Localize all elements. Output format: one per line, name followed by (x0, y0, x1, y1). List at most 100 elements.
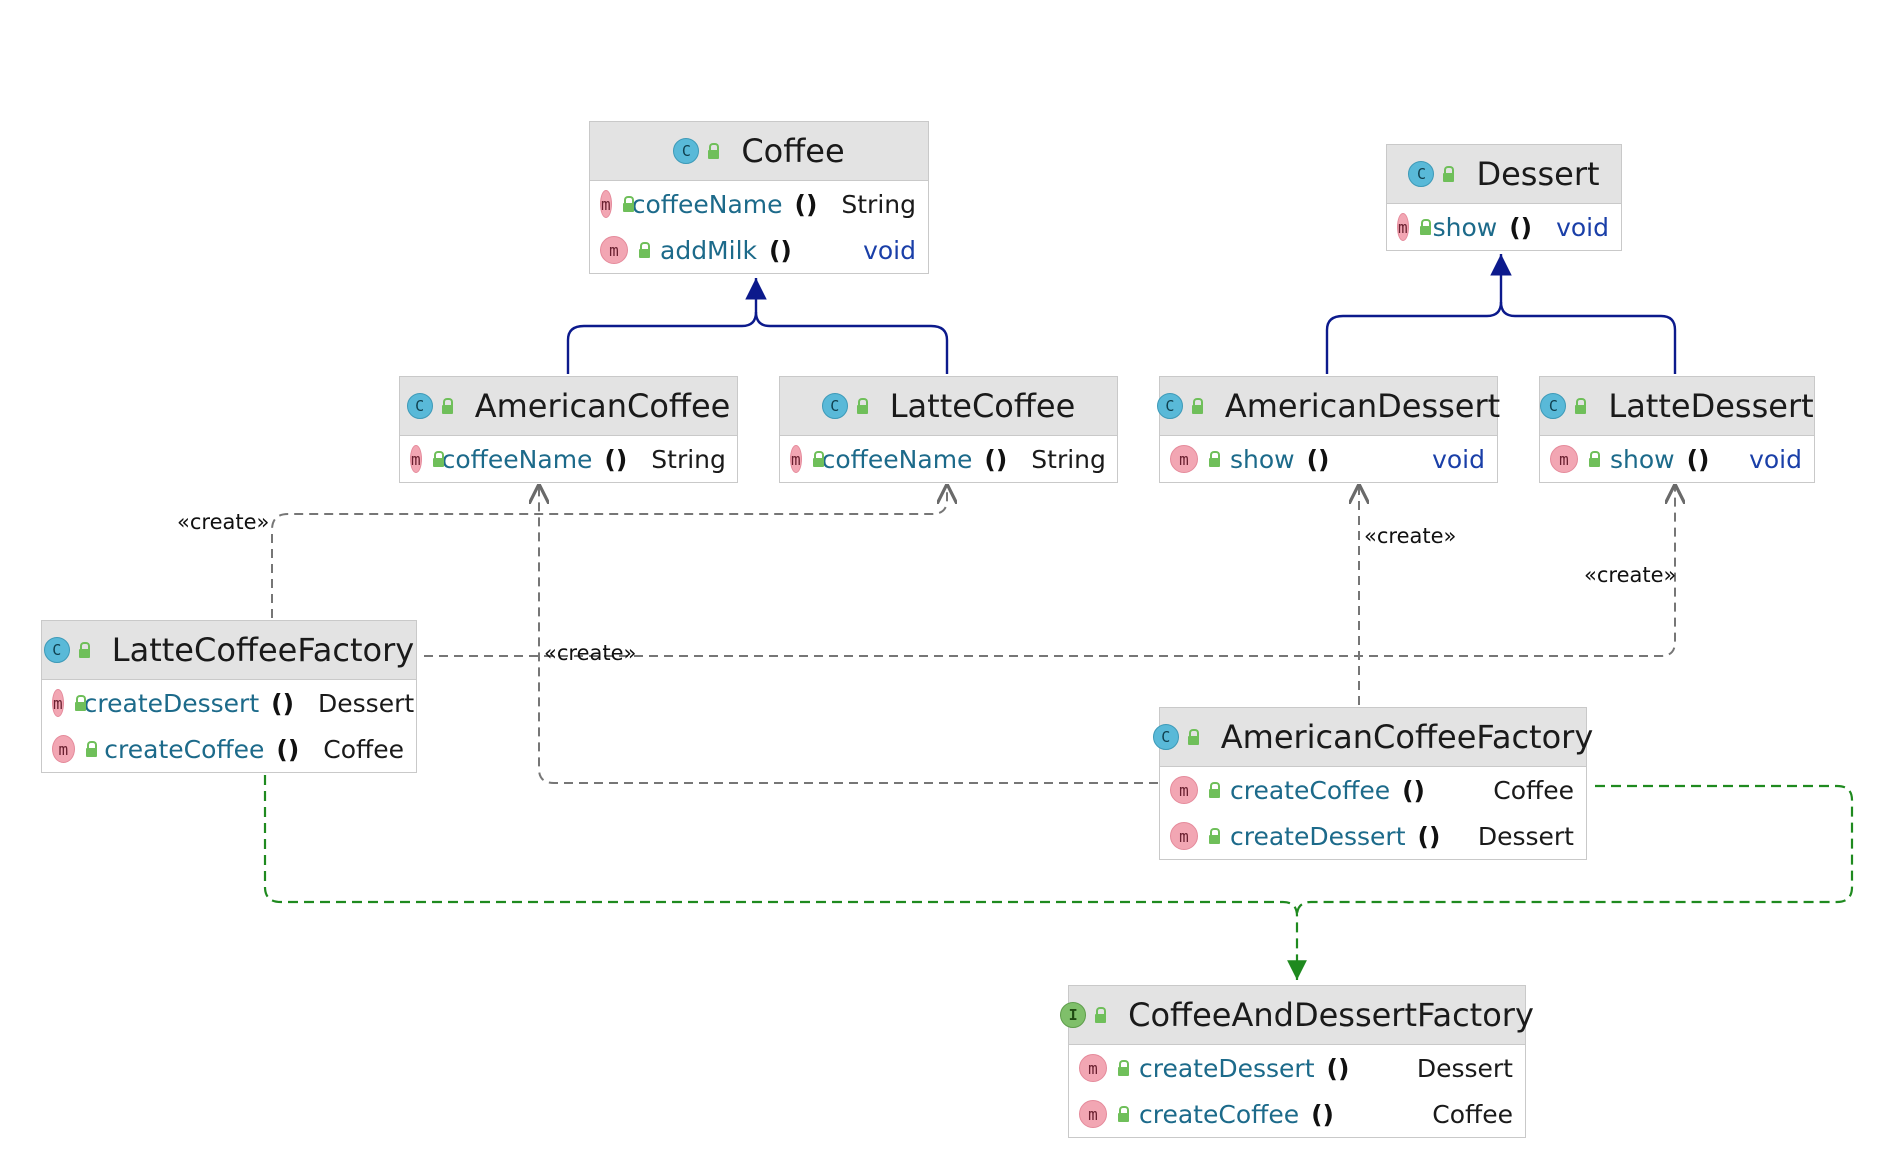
class-american-coffee[interactable]: C AmericanCoffee m coffeeName() String (399, 376, 738, 483)
method-row[interactable]: m createDessert() Dessert (42, 680, 416, 726)
class-name: Dessert (1476, 155, 1600, 193)
class-name: Coffee (741, 132, 845, 170)
method-parens: () (1306, 444, 1330, 474)
method-m-icon: m (790, 445, 802, 473)
method-return-type: String (651, 444, 726, 474)
method-parens: () (1417, 821, 1441, 851)
method-parens: () (1686, 444, 1710, 474)
method-return-type: Dessert (1416, 1053, 1513, 1083)
class-header: C AmericanCoffeeFactory (1152, 708, 1593, 767)
class-header: C AmericanDessert (1156, 377, 1501, 436)
method-return-type: void (1432, 444, 1485, 474)
method-return-type: void (1749, 444, 1802, 474)
method-name: show (1610, 444, 1675, 474)
class-header: C LatteDessert (1540, 377, 1814, 436)
inheritance-edge-lattedessert-dessert (1499, 301, 1677, 374)
method-row[interactable]: m coffeeName() String (780, 436, 1117, 482)
class-c-icon: C (1156, 393, 1183, 419)
class-american-dessert[interactable]: C AmericanDessert m show () void (1156, 376, 1501, 483)
create-label: «create» (1584, 563, 1677, 587)
method-parens: () (276, 734, 300, 764)
method-m-icon: m (600, 190, 612, 218)
class-coffee[interactable]: C Coffee m coffeeName() String m addMilk… (589, 121, 929, 274)
interface-coffee-and-dessert-factory[interactable]: I CoffeeAndDessertFactory m createDesser… (1060, 985, 1534, 1138)
public-lock-icon (1208, 828, 1220, 844)
method-parens: () (1311, 1099, 1334, 1129)
class-american-coffee-factory[interactable]: C AmericanCoffeeFactory m createCoffee()… (1152, 707, 1593, 860)
method-m-icon: m (52, 735, 75, 763)
method-name: createCoffee (1230, 775, 1391, 805)
method-row[interactable]: m coffeeName() String (590, 181, 928, 227)
class-name: LatteDessert (1608, 387, 1814, 425)
class-latte-dessert[interactable]: C LatteDessert m show() void (1539, 376, 1815, 483)
method-m-icon: m (1170, 445, 1198, 473)
class-name: LatteCoffeeFactory (111, 631, 415, 669)
method-parens: () (271, 688, 295, 718)
method-row[interactable]: m coffeeName() String (400, 436, 737, 482)
method-row[interactable]: m show () void (1387, 204, 1621, 250)
public-lock-icon (1187, 729, 1199, 745)
method-m-icon: m (1397, 213, 1409, 241)
method-row[interactable]: m show() void (1540, 436, 1814, 482)
class-header: C Coffee (590, 122, 928, 181)
public-lock-icon (1191, 398, 1203, 414)
method-return-type: void (1556, 212, 1609, 242)
method-row[interactable]: m createCoffee() Coffee (42, 726, 416, 772)
create-label: «create» (177, 510, 270, 534)
dependency-edge-americanfactory-americancoffee (539, 484, 1158, 784)
method-m-icon: m (1170, 822, 1198, 850)
public-lock-icon (707, 143, 720, 159)
class-dessert[interactable]: C Dessert m show () void (1386, 144, 1622, 251)
method-row[interactable]: m createDessert() Dessert (1160, 813, 1586, 859)
method-parens: () (984, 444, 1008, 474)
public-lock-icon (1117, 1106, 1129, 1122)
inheritance-edge-americandessert-dessert (1325, 254, 1512, 374)
class-name: LatteCoffee (889, 387, 1076, 425)
method-row[interactable]: m addMilk() void (590, 227, 928, 273)
method-name: show (1230, 444, 1295, 474)
method-name: coffeeName (441, 444, 593, 474)
public-lock-icon (1094, 1007, 1107, 1023)
class-c-icon: C (43, 637, 70, 663)
public-lock-icon (1208, 782, 1220, 798)
method-m-icon: m (52, 689, 64, 717)
public-lock-icon (1574, 398, 1587, 414)
class-latte-coffee-factory[interactable]: C LatteCoffeeFactory m createDessert() D… (41, 620, 417, 773)
public-lock-icon (85, 741, 97, 757)
method-name: addMilk (660, 235, 757, 265)
public-lock-icon (1442, 166, 1455, 182)
method-parens: () (1509, 212, 1533, 242)
interface-i-icon: I (1060, 1002, 1087, 1028)
class-c-icon: C (406, 393, 433, 419)
method-m-icon: m (410, 445, 422, 473)
method-m-icon: m (1079, 1100, 1107, 1128)
method-row[interactable]: m createDessert() Dessert (1069, 1045, 1525, 1091)
method-m-icon: m (600, 236, 628, 264)
method-row[interactable]: m createCoffee() Coffee (1160, 767, 1586, 813)
class-name: AmericanDessert (1224, 387, 1501, 425)
inheritance-edge-americancoffee-coffee (566, 278, 767, 374)
class-header: C LatteCoffee (780, 377, 1117, 436)
public-lock-icon (1588, 451, 1600, 467)
method-parens: () (1326, 1053, 1350, 1083)
class-header: C AmericanCoffee (400, 377, 737, 436)
method-return-type: Coffee (1493, 775, 1574, 805)
class-c-icon: C (673, 138, 700, 164)
method-name: createDessert (1139, 1053, 1315, 1083)
method-parens: () (769, 235, 792, 265)
class-name: CoffeeAndDessertFactory (1128, 996, 1534, 1034)
public-lock-icon (1117, 1060, 1129, 1076)
class-c-icon: C (1540, 393, 1567, 419)
public-lock-icon (1208, 451, 1220, 467)
public-lock-icon (1419, 219, 1431, 235)
method-parens: () (794, 189, 818, 219)
class-latte-coffee[interactable]: C LatteCoffee m coffeeName() String (779, 376, 1118, 483)
method-name: createDessert (83, 688, 260, 718)
method-m-icon: m (1170, 776, 1198, 804)
method-row[interactable]: m show () void (1160, 436, 1497, 482)
public-lock-icon (441, 398, 453, 414)
class-c-icon: C (1408, 161, 1435, 187)
method-row[interactable]: m createCoffee() Coffee (1069, 1091, 1525, 1137)
method-name: show (1432, 212, 1498, 242)
